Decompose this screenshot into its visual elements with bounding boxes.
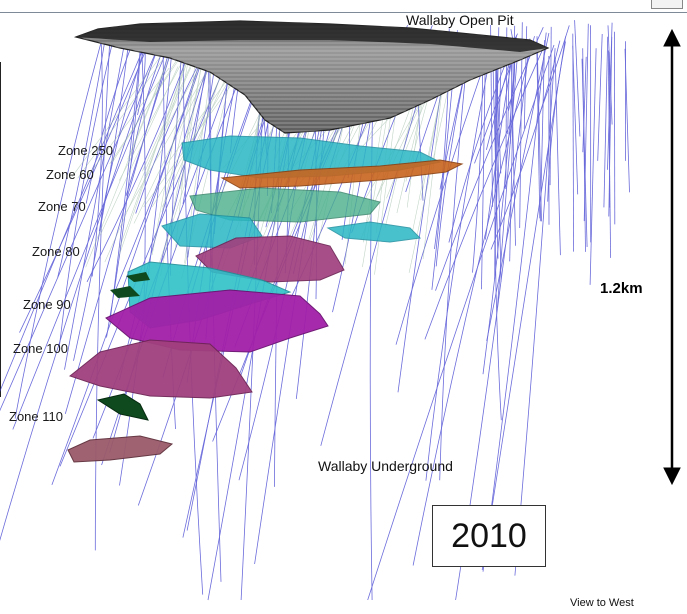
- corner-tab: [651, 0, 683, 9]
- drillhole-trace: [574, 20, 581, 137]
- drillhole-trace: [0, 36, 149, 393]
- drillhole-trace: [494, 51, 497, 280]
- open-pit-rim: [76, 21, 548, 52]
- underground-label: Wallaby Underground: [318, 458, 453, 474]
- zone-70-body: [189, 187, 381, 223]
- drillhole-trace: [85, 26, 140, 204]
- zone-100-label: Zone 100: [13, 341, 68, 356]
- drillhole-trace: [481, 53, 486, 290]
- drillhole-trace: [151, 41, 192, 255]
- open-pit-title: Wallaby Open Pit: [406, 12, 514, 28]
- drillhole-trace: [572, 45, 579, 195]
- drillhole-trace: [582, 48, 586, 252]
- drillhole-trace: [581, 58, 588, 248]
- drillhole-trace: [508, 29, 516, 111]
- drillhole-trace: [64, 31, 128, 370]
- drillhole-trace: [133, 64, 211, 224]
- drillhole-trace: [495, 52, 502, 240]
- drillhole-trace: [486, 33, 550, 342]
- drillhole-trace: [180, 62, 203, 189]
- drillhole-trace: [73, 43, 129, 361]
- drillhole-trace: [0, 43, 161, 412]
- drillhole-trace: [14, 33, 104, 419]
- drillhole-trace: [118, 49, 189, 181]
- drillhole-trace: [94, 38, 111, 551]
- drillhole-trace: [119, 46, 193, 248]
- zone-90-dark-fragment: [110, 286, 140, 298]
- drillhole-trace: [603, 36, 609, 208]
- drillhole-trace: [536, 36, 542, 222]
- zone-110-label: Zone 110: [9, 409, 63, 424]
- left-frame-line: [0, 62, 1, 397]
- drillhole-trace: [497, 41, 519, 308]
- drillhole-trace: [589, 48, 597, 285]
- drillhole-trace: [572, 33, 574, 252]
- drillhole-trace: [77, 60, 163, 179]
- drillhole-trace: [88, 67, 170, 175]
- drillhole-trace: [608, 36, 613, 217]
- drillhole-trace: [58, 37, 114, 348]
- drillhole-trace: [490, 40, 561, 250]
- drillhole-trace: [151, 65, 239, 208]
- drillhole-trace: [118, 58, 188, 257]
- drillhole-trace: [547, 41, 566, 202]
- zone-90-label: Zone 90: [23, 297, 71, 312]
- drillhole-trace: [126, 49, 220, 213]
- drillhole-trace: [481, 36, 566, 571]
- drillhole-trace: [597, 33, 603, 161]
- zone-110-body: [67, 435, 174, 463]
- drillhole-trace: [85, 65, 167, 268]
- drillhole-trace: [582, 56, 587, 153]
- open-pit-benches: [76, 21, 548, 133]
- drillhole-trace: [160, 55, 204, 277]
- zone-250-label: Zone 250: [58, 143, 113, 158]
- drillhole-trace: [412, 36, 535, 566]
- drillhole-trace: [19, 36, 152, 333]
- drillhole-trace: [51, 44, 207, 486]
- drillhole-trace: [435, 27, 544, 291]
- drillhole-trace: [109, 26, 143, 321]
- zone-100-body: [68, 339, 253, 399]
- drillhole-trace: [127, 58, 169, 160]
- drillhole-trace: [554, 57, 561, 256]
- top-frame-line: [0, 12, 687, 13]
- year-box: 2010: [432, 505, 546, 567]
- zone-60-label: Zone 60: [46, 167, 94, 182]
- drillhole-trace: [624, 48, 630, 193]
- drillhole-trace: [106, 32, 142, 338]
- drillhole-trace: [104, 67, 191, 263]
- drillhole-trace: [537, 25, 570, 118]
- drillhole-trace: [70, 46, 169, 179]
- drillhole-trace: [367, 44, 555, 601]
- drillhole-trace: [91, 32, 103, 277]
- scale-label: 1.2km: [600, 280, 643, 297]
- zone-70-east-body: [326, 221, 422, 243]
- drillhole-trace: [439, 35, 470, 481]
- zone-110-green-body: [96, 393, 149, 421]
- view-direction-label: View to West: [570, 597, 634, 609]
- drillhole-trace: [99, 66, 179, 236]
- zone-60-body: [220, 159, 464, 189]
- drillhole-trace: [0, 44, 160, 541]
- drillhole-trace: [424, 44, 545, 340]
- drillhole-trace: [549, 26, 552, 186]
- zone-80-label: Zone 80: [32, 244, 80, 259]
- drillhole-trace: [161, 47, 204, 212]
- drillhole-trace: [64, 27, 177, 415]
- drillhole-trace: [509, 25, 516, 262]
- drillhole-trace: [170, 41, 183, 276]
- drillhole-trace: [112, 53, 181, 162]
- drillhole-trace: [425, 43, 493, 481]
- drillhole-trace: [536, 46, 541, 219]
- drillhole-trace: [12, 24, 178, 430]
- drillhole-trace: [607, 25, 613, 125]
- scale-arrow: [663, 28, 681, 486]
- zone-90-dark-fragment-2: [126, 272, 150, 282]
- zone-70-label: Zone 70: [38, 199, 86, 214]
